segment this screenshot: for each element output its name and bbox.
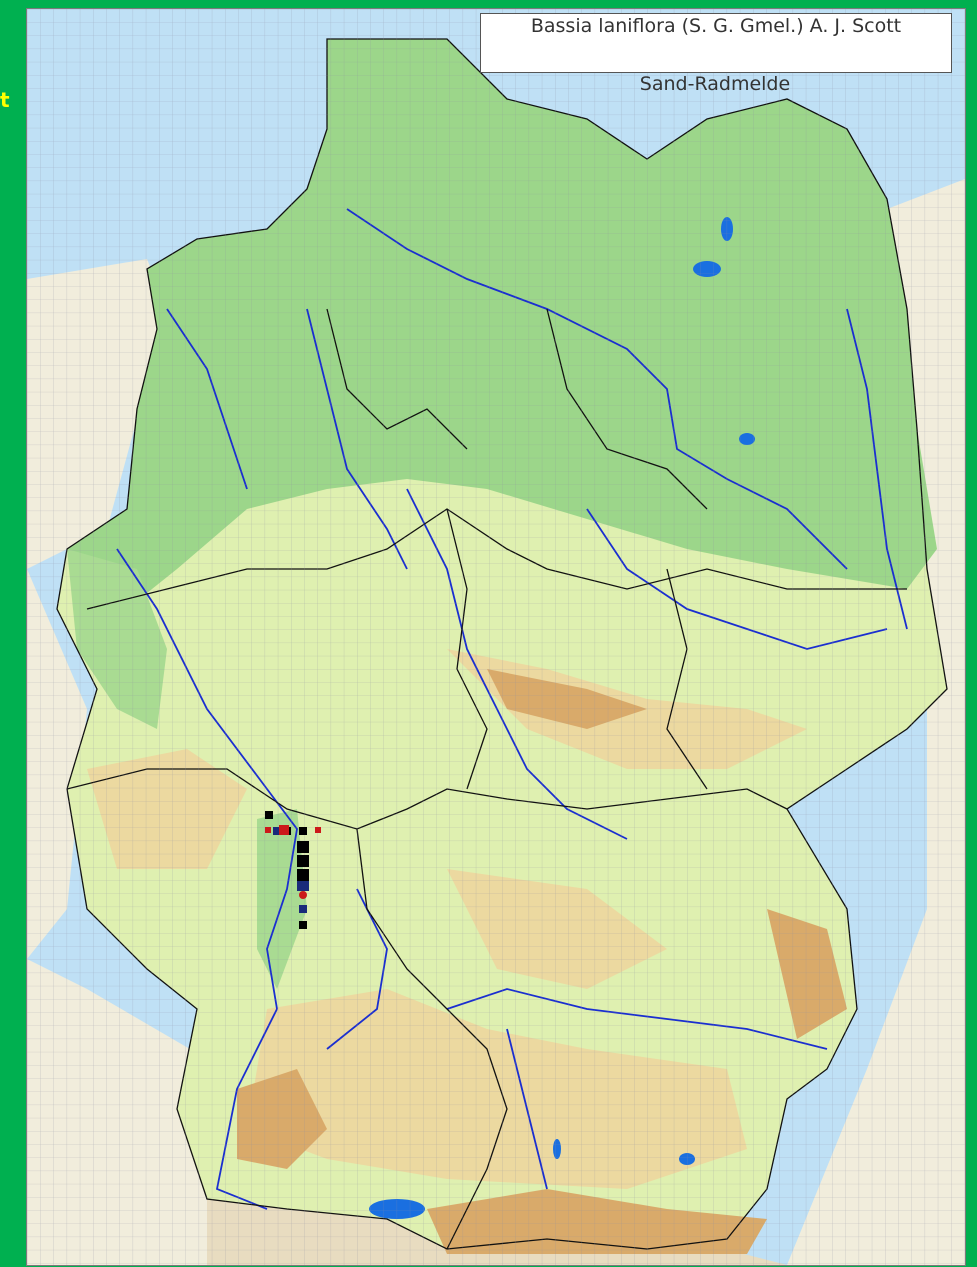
species-legend-box: Bassia laniflora (S. G. Gmel.) A. J. Sco… [480,13,952,73]
marker-black[interactable] [299,827,307,835]
marker-navy[interactable] [297,881,309,891]
marker-red[interactable] [265,827,271,833]
marker-black[interactable] [297,841,309,853]
marker-black[interactable] [265,811,273,819]
distribution-map[interactable]: Bassia laniflora (S. G. Gmel.) A. J. Sco… [26,8,966,1266]
marker-black[interactable] [297,869,309,881]
edge-text-fragment: t [0,88,10,112]
marker-red[interactable] [279,825,289,835]
scientific-name: Bassia laniflora (S. G. Gmel.) A. J. Sco… [530,15,902,37]
marker-black[interactable] [297,855,309,867]
common-name: Sand-Radmelde [639,73,791,95]
marker-black[interactable] [299,921,307,929]
marker-red[interactable] [299,891,307,899]
marker-navy[interactable] [299,905,307,913]
map-grid [27,9,965,1265]
occurrence-markers[interactable] [265,811,321,929]
marker-navy[interactable] [273,827,281,835]
marker-red[interactable] [315,827,321,833]
